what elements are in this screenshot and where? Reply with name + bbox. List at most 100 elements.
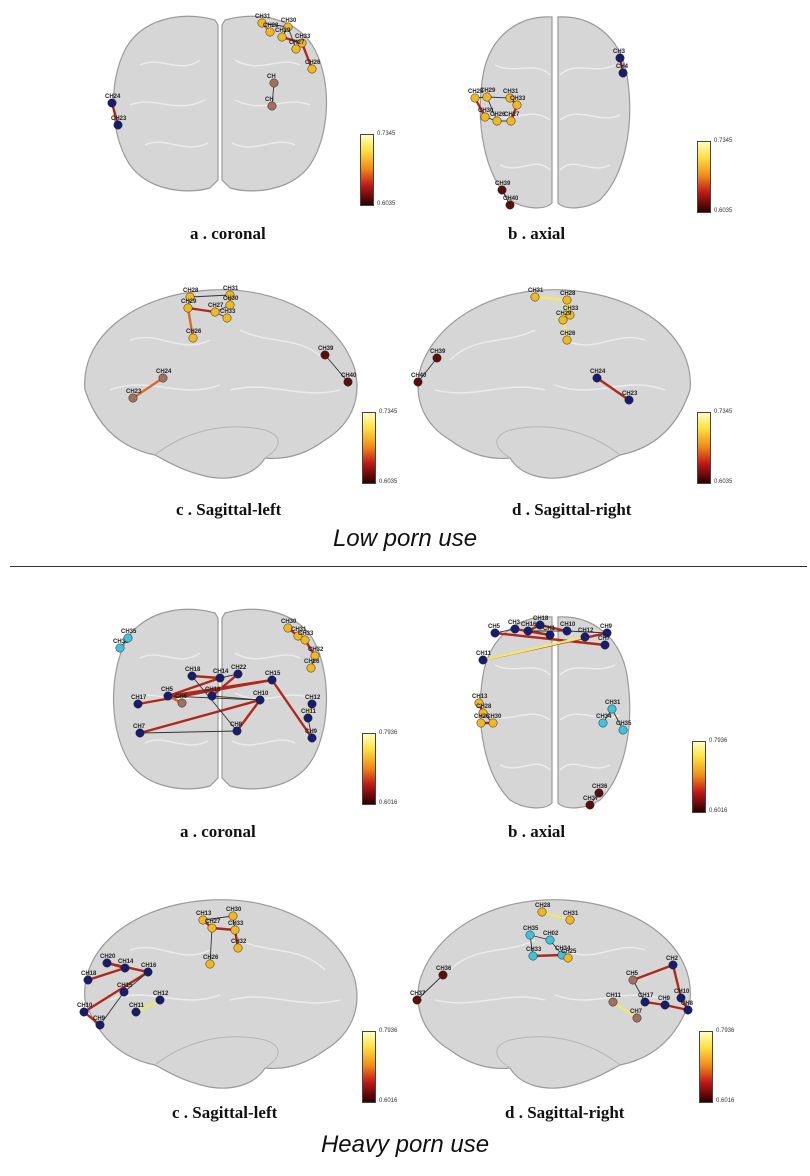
channel-node <box>537 907 547 917</box>
connection-edge <box>139 698 261 735</box>
connection-edge <box>83 970 149 1014</box>
channel-label: CH <box>267 74 276 80</box>
channel-node <box>545 935 555 945</box>
channel-label: CH37 <box>410 991 426 997</box>
connection-edge <box>566 630 608 634</box>
channel-label: CH36 <box>436 966 452 972</box>
channel-node <box>497 185 507 195</box>
channel-label: CH29 <box>181 299 197 305</box>
channel-label: CH31 <box>605 700 621 706</box>
channel-label: CH31 <box>223 286 239 292</box>
channel-label: CH28 <box>468 89 484 95</box>
channel-node <box>283 623 293 633</box>
channel-label: CH23 <box>126 389 142 395</box>
connection-edge <box>187 306 216 314</box>
brain-sagittal-left-view <box>84 899 358 1089</box>
channel-label: CH31 <box>291 627 307 633</box>
colorbar-low-axial: 0.7345 0.6035 <box>697 138 732 214</box>
channel-node <box>505 200 515 210</box>
colorbar-max: 0.7345 <box>714 409 733 415</box>
channel-node <box>225 290 235 300</box>
colorbar-min: 0.6016 <box>709 808 728 814</box>
channel-label: CH27 <box>289 40 305 46</box>
channel-node <box>624 395 634 405</box>
channel-label: CH16 <box>141 963 157 969</box>
channel-label: CH11 <box>606 993 622 999</box>
channel-node <box>283 22 293 32</box>
channel-node <box>480 112 490 122</box>
channel-node <box>155 995 165 1005</box>
connection-edge <box>167 678 273 698</box>
channel-node <box>478 708 488 718</box>
colorbar-heavy-coronal: 0.7936 0.6016 <box>362 730 397 806</box>
channel-node <box>640 997 650 1007</box>
connection-edge <box>416 974 444 1001</box>
connection-edge <box>87 966 126 982</box>
channel-label: CH10 <box>674 989 690 995</box>
channel-node <box>618 725 628 735</box>
colorbar-min: 0.6035 <box>714 479 733 485</box>
channel-label: CH11 <box>129 1003 145 1009</box>
channel-node <box>307 64 317 74</box>
channel-label: CH9 <box>658 996 671 1002</box>
channel-label: CH1 <box>543 626 556 632</box>
channel-label: CH28 <box>560 291 576 297</box>
channel-label: CH22 <box>231 665 247 671</box>
channel-node <box>265 27 275 37</box>
channel-label: CH8 <box>230 722 243 728</box>
channel-label: CH10 <box>77 1003 93 1009</box>
channel-node <box>187 671 197 681</box>
channel-label: CH18 <box>185 667 201 673</box>
connection-edge <box>482 635 586 662</box>
channel-label: CH40 <box>503 196 519 202</box>
colorbar-heavy-axial: 0.7936 0.6016 <box>692 738 727 814</box>
channel-label: CH27 <box>208 303 224 309</box>
channel-label: CH32 <box>231 939 247 945</box>
colorbar-max: 0.7936 <box>709 738 728 744</box>
colorbar-max: 0.7936 <box>716 1028 735 1034</box>
colorbar-max: 0.7345 <box>377 131 396 137</box>
channel-node <box>474 698 484 708</box>
channel-label: CH35 <box>616 721 632 727</box>
channel-node <box>113 120 123 130</box>
channel-node <box>207 691 217 701</box>
channel-label: CH34 <box>555 946 571 952</box>
channel-node <box>83 975 93 985</box>
channel-node <box>562 295 572 305</box>
connection-edge <box>300 42 314 70</box>
channel-label: CH9 <box>305 729 318 735</box>
channel-label: CH17 <box>131 695 147 701</box>
channel-label: CH18 <box>81 971 97 977</box>
channel-label: CH24 <box>105 94 121 100</box>
channel-label: CH11 <box>476 651 492 657</box>
channel-label: CH26 <box>304 659 320 665</box>
colorbar-max: 0.7936 <box>379 730 398 736</box>
connection-edge <box>135 998 161 1014</box>
channel-label: CH33 <box>510 96 526 102</box>
channel-node <box>632 1013 642 1023</box>
group-title-heavy: Heavy porn use <box>320 1131 490 1158</box>
channel-label: CH30 <box>486 714 502 720</box>
colorbar-min: 0.6016 <box>379 800 398 806</box>
caption-low-sagittal-left: c . Sagittal-left <box>176 500 282 519</box>
channel-node <box>307 699 317 709</box>
connection-edge <box>532 953 563 958</box>
colorbar-min: 0.6016 <box>716 1098 735 1104</box>
channel-label: CH28 <box>535 903 551 909</box>
channel-label: CH20 <box>100 954 116 960</box>
colorbar-heavy-sagittal-right: 0.7936 0.6016 <box>699 1028 734 1104</box>
colorbar-min: 0.6035 <box>714 208 733 214</box>
channel-node <box>320 350 330 360</box>
channel-node <box>225 300 235 310</box>
channel-label: CH16 <box>521 622 537 628</box>
channel-node <box>303 713 313 723</box>
channel-label: CH33 <box>526 947 542 953</box>
channel-label: CH17 <box>638 993 654 999</box>
channel-label: CH10 <box>560 622 576 628</box>
channel-label: CH3 <box>613 49 626 55</box>
channel-node <box>135 728 145 738</box>
channel-label: CH13 <box>196 911 212 917</box>
